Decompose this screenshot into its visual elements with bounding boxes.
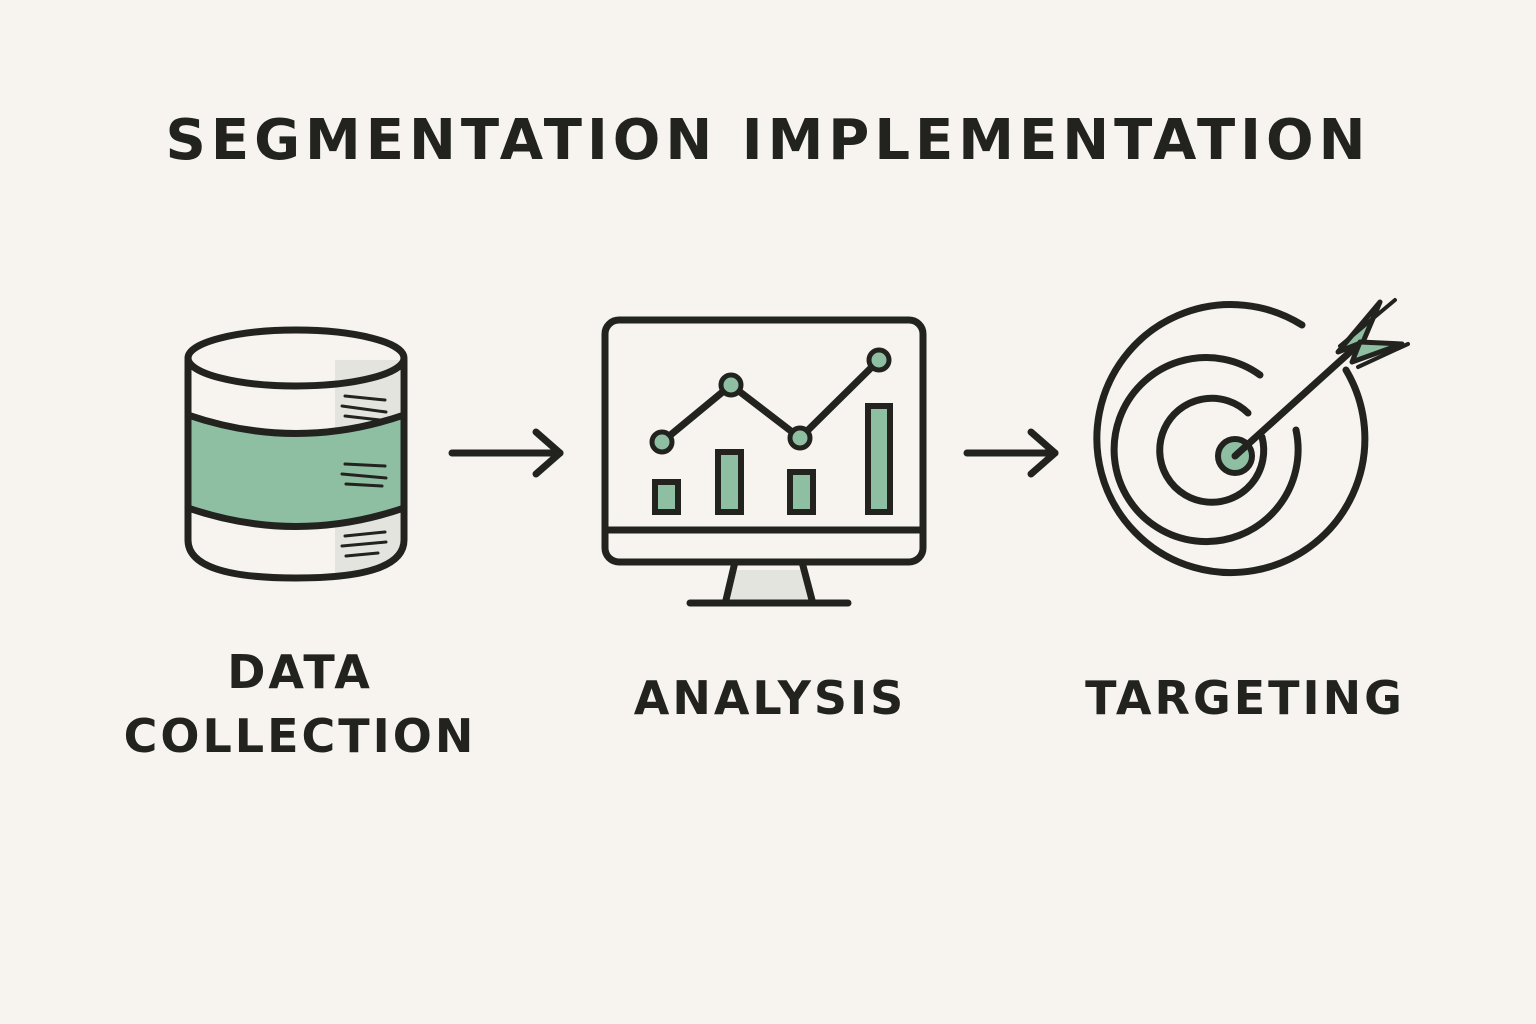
stage-label-line: ANALYSIS bbox=[633, 671, 907, 725]
database-icon bbox=[184, 326, 408, 582]
stage-label-analysis: ANALYSIS bbox=[570, 666, 970, 730]
target-icon bbox=[1093, 298, 1410, 577]
bar-chart bbox=[652, 403, 893, 515]
diagram-title: SEGMENTATION IMPLEMENTATION bbox=[165, 108, 1371, 173]
stage-label-data-collection: DATA COLLECTION bbox=[100, 640, 500, 768]
arrow-right-icon bbox=[448, 428, 564, 478]
line-chart bbox=[649, 347, 892, 455]
stage-label-targeting: TARGETING bbox=[1045, 666, 1445, 730]
monitor-chart-icon bbox=[601, 316, 927, 607]
stage-label-line: TARGETING bbox=[1085, 671, 1405, 725]
stage-label-line: COLLECTION bbox=[123, 709, 477, 763]
arrow-right-icon bbox=[963, 428, 1059, 478]
stage-label-line: DATA bbox=[227, 645, 373, 699]
